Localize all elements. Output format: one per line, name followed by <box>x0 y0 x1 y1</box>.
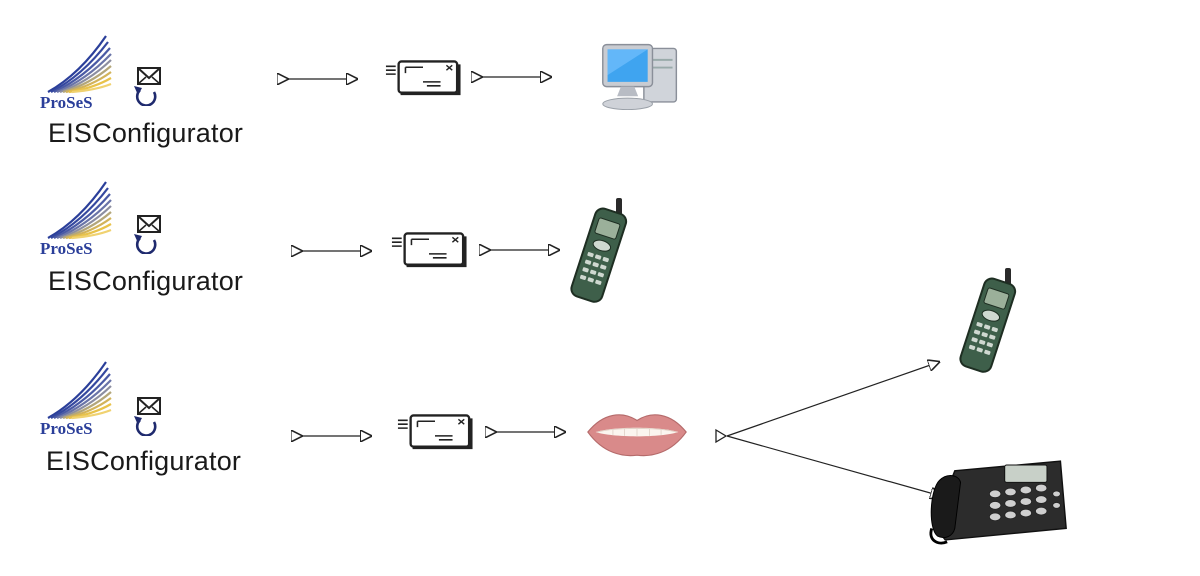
proses-logo-icon <box>40 34 113 110</box>
row-3 <box>40 268 1068 545</box>
fanout-start-icon <box>715 428 728 444</box>
message-envelope-icon <box>396 413 473 450</box>
connector-3d <box>726 435 941 496</box>
row-1-label: EISConfigurator <box>48 118 244 148</box>
mail-refresh-icon <box>132 66 162 106</box>
desktop-computer-icon <box>601 43 678 111</box>
mail-refresh-icon <box>132 214 162 254</box>
proses-logo-icon <box>40 180 113 256</box>
row-3-label: EISConfigurator <box>46 446 242 476</box>
mobile-phone-icon <box>957 268 1019 375</box>
mail-refresh-icon <box>132 396 162 436</box>
message-envelope-icon <box>390 231 467 268</box>
row-2-label: EISConfigurator <box>48 266 244 296</box>
speech-lips-icon <box>587 414 687 457</box>
message-envelope-icon <box>384 59 461 96</box>
mobile-phone-icon <box>568 198 630 305</box>
desk-telephone-icon <box>929 459 1068 545</box>
row-2 <box>40 180 630 305</box>
row-1 <box>40 34 678 111</box>
connector-3c <box>726 362 939 437</box>
proses-logo-icon <box>40 360 113 436</box>
